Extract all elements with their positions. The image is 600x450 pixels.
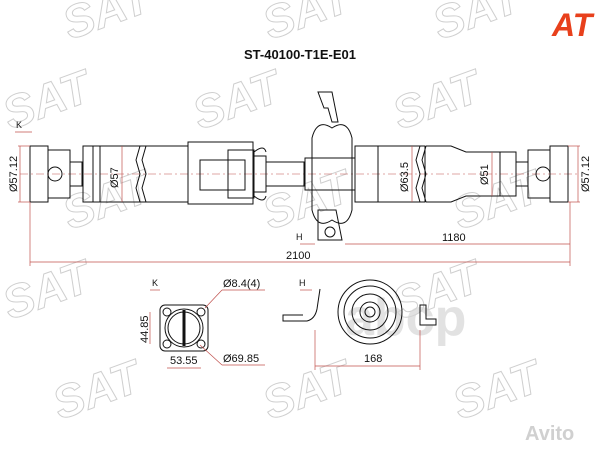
flange-view-label: K [152,278,158,288]
driveshaft-side-view [20,91,580,241]
flange-dimension-lines [149,289,265,369]
left-tube-diameter: Ø57 [109,167,121,188]
bearing-dimension-lines [300,289,421,370]
part-number-title: ST-40100-T1E-E01 [244,47,356,62]
total-length: 2100 [286,250,310,262]
flange-height: 44.85 [139,315,151,343]
svg-text:SAT: SAT [446,349,551,429]
view-h-label: H [296,232,303,242]
abcp-watermark: abcp [345,289,466,347]
svg-text:SAT: SAT [256,159,361,239]
svg-text:SAT: SAT [386,59,491,139]
right-tube-large-diameter: Ø63.5 [399,162,411,192]
brand-logo: AT [551,7,595,43]
center-bearing-end-view [282,279,437,345]
flange-width: 53.55 [170,355,198,367]
left-yoke-diameter: Ø57.12 [8,156,20,192]
svg-text:SAT: SAT [0,249,100,329]
shaft-dimension-lines [15,131,580,266]
bearing-view-label: H [299,278,306,288]
svg-text:SAT: SAT [256,349,361,429]
bearing-width: 168 [364,353,382,365]
avito-watermark: Avito [525,423,574,445]
flange-hole-diameter: Ø8.4(4) [223,278,260,290]
svg-text:SAT: SAT [426,0,531,49]
svg-text:SAT: SAT [186,59,291,139]
svg-text:SAT: SAT [56,0,161,49]
svg-text:SAT: SAT [46,349,151,429]
view-k-label: K [16,120,22,130]
sat-watermarks: SAT SAT SAT SAT SAT SAT SAT SAT SAT SAT … [0,0,551,430]
svg-text:SAT: SAT [446,159,551,239]
right-yoke-diameter: Ø57.12 [580,156,592,192]
flange-end-view [159,304,209,352]
right-tube-small-diameter: Ø51 [479,164,491,185]
svg-text:SAT: SAT [256,0,361,49]
rear-length: 1180 [442,232,466,244]
flange-bolt-circle: Ø69.85 [223,353,259,365]
